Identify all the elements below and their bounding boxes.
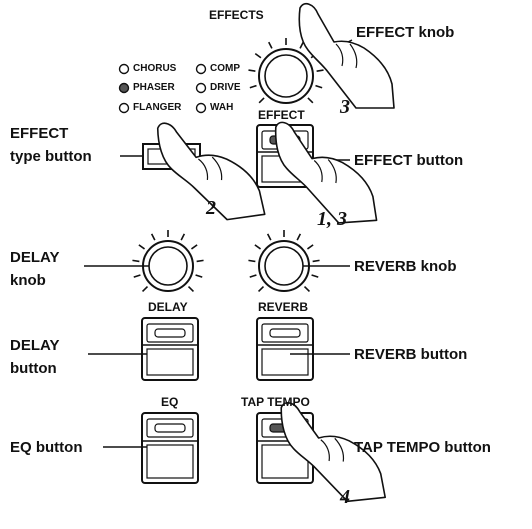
tap-tempo-button-header: TAP TEMPO [241, 395, 310, 409]
reverb-knob-scale [248, 230, 320, 293]
knob-tick [315, 84, 323, 89]
reverb-button-header: REVERB [258, 300, 309, 314]
knob-tick [180, 233, 186, 241]
wah-label: WAH [210, 102, 234, 113]
knob-tick [303, 285, 311, 293]
knob-tick [248, 69, 256, 72]
chorus-led [118, 63, 130, 75]
delay-knob-callout-line2: knob [10, 272, 46, 289]
knob-tick [195, 274, 203, 278]
knob-tick [248, 259, 256, 263]
flanger-label: FLANGER [133, 102, 182, 113]
eq-button[interactable] [141, 412, 199, 484]
flanger-led [118, 102, 130, 114]
knob-tick [249, 274, 257, 278]
effect-type-callout-line1: EFFECT [10, 125, 69, 142]
knob-tick [132, 259, 140, 263]
step-number-type: 2 [206, 197, 216, 219]
knob-tick [196, 259, 204, 263]
effect-knob-scale [248, 38, 324, 104]
knob-tick [296, 233, 302, 241]
reverb-button-callout: REVERB button [354, 346, 468, 363]
knob-tick [133, 274, 141, 278]
delay-knob-callout-line1: DELAY [10, 249, 60, 266]
knob-tick [150, 233, 156, 241]
delay-knob-scale [132, 230, 204, 293]
delay-button-callout-line2: button [10, 360, 57, 377]
knob-tick [257, 285, 265, 293]
chorus-label: CHORUS [133, 63, 177, 74]
eq-button-callout: EQ button [10, 439, 83, 456]
knob-tick [316, 69, 324, 72]
delay-button-callout-line1: DELAY [10, 337, 60, 354]
knob-tick [306, 244, 314, 250]
hand-pointer-knob-icon [298, 2, 395, 109]
knob-tick [254, 53, 262, 59]
step-number-effect: 1, 3 [317, 208, 347, 230]
tap-tempo-button-callout: TAP TEMPO button [354, 439, 491, 456]
knob-tick [254, 244, 262, 250]
reverb-button[interactable] [256, 317, 314, 381]
knob-tick [312, 259, 320, 263]
effect-button-header: EFFECT [258, 108, 305, 122]
knob-tick [187, 285, 195, 293]
knob-tick [307, 97, 314, 104]
step-number-knob: 3 [340, 96, 350, 118]
phaser-label: PHASER [133, 82, 175, 93]
knob-tick [299, 41, 304, 49]
delay-knob[interactable] [132, 230, 204, 293]
drive-label: DRIVE [210, 82, 241, 93]
drive-led [195, 82, 207, 94]
knob-tick [311, 274, 319, 278]
knob-tick [249, 84, 257, 89]
comp-led [195, 63, 207, 75]
knob-tick [268, 41, 273, 49]
effect-knob-callout: EFFECT knob [356, 24, 455, 41]
knob-tick [190, 244, 198, 250]
phaser-led [118, 82, 130, 94]
eq-button-header: EQ [161, 395, 179, 409]
reverb-knob-callout: REVERB knob [354, 258, 457, 275]
knob-tick [138, 244, 146, 250]
effects-section-title: EFFECTS [209, 8, 264, 22]
effect-type-callout-line2: type button [10, 148, 92, 165]
effect-knob[interactable] [248, 38, 324, 104]
delay-button-header: DELAY [148, 300, 188, 314]
comp-label: COMP [210, 63, 240, 74]
reverb-knob[interactable] [248, 230, 320, 293]
knob-tick [141, 285, 149, 293]
step-number-tap: 4 [340, 486, 350, 508]
effect-button-callout: EFFECT button [354, 152, 464, 169]
knob-tick [258, 97, 265, 104]
wah-led [195, 102, 207, 114]
delay-button[interactable] [141, 317, 199, 381]
knob-tick [266, 233, 272, 241]
effects-led-group [118, 63, 207, 114]
